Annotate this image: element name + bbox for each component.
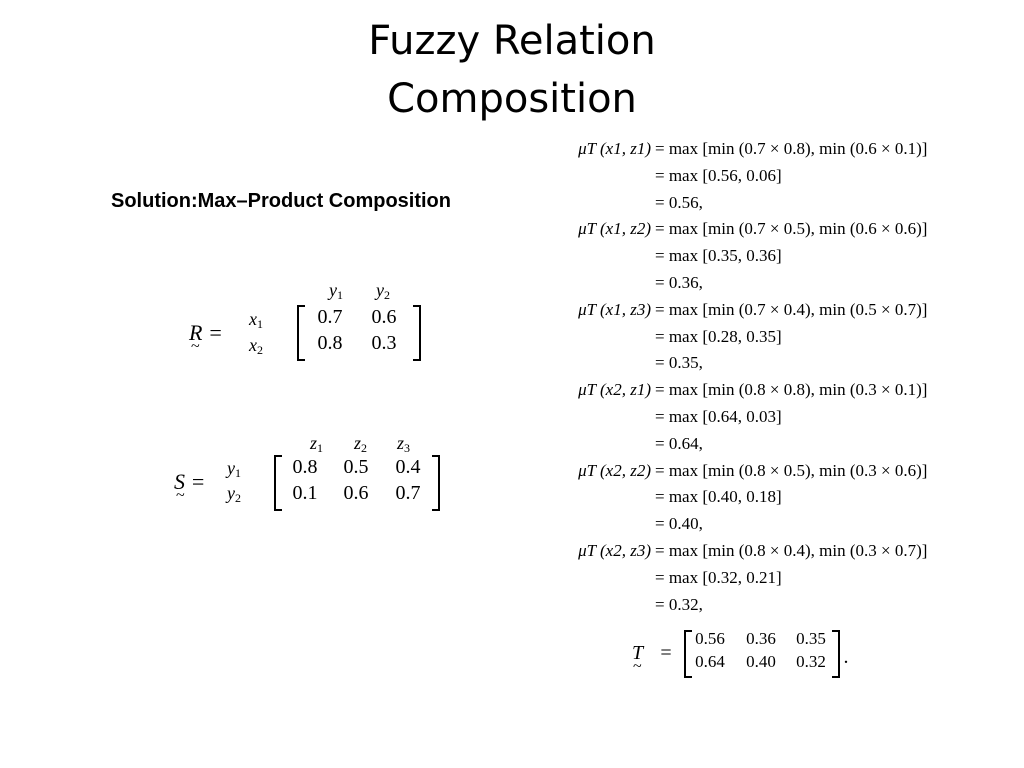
equation-line: = max [0.28, 0.35] bbox=[563, 324, 983, 350]
equation-rhs: = max [0.28, 0.35] bbox=[655, 326, 782, 346]
equation-line: = 0.36, bbox=[563, 270, 983, 296]
matrix-t-end: . bbox=[843, 646, 849, 668]
matrix-t-cell: 0.64 bbox=[695, 652, 725, 671]
matrix-t-right-bracket bbox=[832, 630, 840, 678]
equation-line: μT (x2, z3)= max [min (0.8 × 0.4), min (… bbox=[563, 538, 983, 564]
equation-line: μT (x1, z3)= max [min (0.7 × 0.4), min (… bbox=[563, 297, 983, 323]
equation-rhs: = max [0.35, 0.36] bbox=[655, 246, 782, 266]
matrix-s-left-bracket bbox=[274, 455, 282, 511]
matrix-s-cell: 0.1 bbox=[292, 482, 318, 504]
matrix-s: S = ~ z1 z2 z3 y1 y2 0.8 0.5 0.4 0.1 0.6… bbox=[170, 433, 460, 523]
equation-line: μT (x2, z1)= max [min (0.8 × 0.8), min (… bbox=[563, 377, 983, 403]
matrix-s-right-bracket bbox=[432, 455, 440, 511]
equation-line: = 0.56, bbox=[563, 190, 983, 216]
equation-rhs: = max [0.32, 0.21] bbox=[655, 567, 782, 587]
matrix-t-cell: 0.36 bbox=[746, 629, 776, 648]
matrix-r-col-head: y1 bbox=[329, 280, 343, 302]
matrix-r-label: R = bbox=[189, 320, 223, 345]
equation-line: = 0.32, bbox=[563, 592, 983, 618]
matrix-s-col-head: z2 bbox=[354, 433, 368, 455]
matrix-r-row-head: x1 bbox=[249, 309, 263, 331]
equation-rhs: = 0.32, bbox=[655, 594, 703, 614]
solution-heading: Solution:Max–Product Composition bbox=[111, 190, 451, 212]
matrix-r-tilde: ~ bbox=[191, 338, 200, 355]
matrix-t-cell: 0.40 bbox=[746, 652, 776, 671]
equation-rhs: = max [min (0.8 × 0.5), min (0.3 × 0.6)] bbox=[655, 460, 928, 480]
equation-line: = 0.35, bbox=[563, 350, 983, 376]
equation-rhs: = max [min (0.7 × 0.4), min (0.5 × 0.7)] bbox=[655, 299, 928, 319]
equation-rhs: = 0.35, bbox=[655, 353, 703, 373]
matrix-r-cell: 0.3 bbox=[371, 332, 397, 354]
matrix-s-row-head: y2 bbox=[227, 483, 241, 505]
matrix-s-cell: 0.8 bbox=[292, 456, 318, 478]
matrix-s-col-head: z1 bbox=[310, 433, 324, 455]
matrix-s-cell: 0.5 bbox=[343, 456, 369, 478]
equation-line: = 0.64, bbox=[563, 431, 983, 457]
equation-lhs: μT (x2, z1) bbox=[578, 380, 651, 400]
equation-lhs: μT (x2, z3) bbox=[578, 541, 651, 560]
matrix-t-equals: = bbox=[660, 642, 672, 664]
matrix-t-left-bracket bbox=[684, 630, 692, 678]
title-line-1: Fuzzy Relation bbox=[368, 18, 656, 64]
slide-title: Fuzzy Relation Composition bbox=[0, 12, 1024, 128]
matrix-s-label: S = bbox=[174, 469, 206, 494]
matrix-s-tilde: ~ bbox=[176, 487, 185, 504]
matrix-r: R = ~ y1 y2 x1 x2 0.7 0.6 0.8 0.3 bbox=[185, 278, 435, 368]
matrix-t-cell: 0.32 bbox=[796, 652, 826, 671]
matrix-s-col-head: z3 bbox=[397, 433, 411, 455]
matrix-s-row-head: y1 bbox=[227, 458, 241, 480]
equation-lhs: μT (x1, z3) bbox=[578, 299, 651, 319]
equation-rhs: = max [min (0.7 × 0.8), min (0.6 × 0.1)] bbox=[655, 139, 928, 158]
equation-line: = max [0.35, 0.36] bbox=[563, 243, 983, 269]
matrix-r-row-head: x2 bbox=[249, 335, 263, 357]
matrix-t-label: T bbox=[632, 642, 644, 664]
equation-line: μT (x1, z2)= max [min (0.7 × 0.5), min (… bbox=[563, 216, 983, 242]
equation-line: = max [0.32, 0.21] bbox=[563, 565, 983, 591]
equation-rhs: = max [0.56, 0.06] bbox=[655, 165, 782, 185]
matrix-r-cell: 0.8 bbox=[317, 332, 343, 354]
equation-line: = max [0.56, 0.06] bbox=[563, 163, 983, 189]
equation-line: = 0.40, bbox=[563, 511, 983, 537]
equation-rhs: = 0.36, bbox=[655, 273, 703, 292]
equation-rhs: = 0.64, bbox=[655, 433, 703, 453]
matrix-t-cell: 0.35 bbox=[796, 629, 826, 648]
equation-lhs: μT (x2, z2) bbox=[578, 460, 651, 480]
equation-rhs: = 0.56, bbox=[655, 192, 703, 212]
equation-rhs: = max [0.40, 0.18] bbox=[655, 487, 782, 507]
equation-rhs: = max [min (0.8 × 0.8), min (0.3 × 0.1)] bbox=[655, 380, 928, 400]
title-line-2: Composition bbox=[387, 76, 637, 122]
equation-lhs: μT (x1, z1) bbox=[578, 139, 651, 158]
equation-line: μT (x2, z2)= max [min (0.8 × 0.5), min (… bbox=[563, 458, 983, 484]
equation-line: = max [0.40, 0.18] bbox=[563, 484, 983, 510]
equation-rhs: = max [min (0.8 × 0.4), min (0.3 × 0.7)] bbox=[655, 541, 928, 560]
matrix-t-cell: 0.56 bbox=[695, 629, 725, 648]
equation-line: = max [0.64, 0.03] bbox=[563, 404, 983, 430]
matrix-s-cell: 0.7 bbox=[395, 482, 421, 504]
equation-rhs: = max [min (0.7 × 0.5), min (0.6 × 0.6)] bbox=[655, 219, 928, 239]
matrix-r-col-head: y2 bbox=[376, 280, 390, 302]
matrix-r-right-bracket bbox=[413, 305, 421, 361]
matrix-t-tilde: ~ bbox=[633, 658, 642, 675]
matrix-r-left-bracket bbox=[297, 305, 305, 361]
matrix-s-cell: 0.6 bbox=[343, 482, 369, 504]
matrix-t: T ~ = 0.56 0.36 0.35 0.64 0.40 0.32 . bbox=[628, 628, 868, 688]
equation-rhs: = max [0.64, 0.03] bbox=[655, 407, 782, 426]
matrix-r-cell: 0.7 bbox=[317, 306, 343, 328]
matrix-r-cell: 0.6 bbox=[371, 306, 397, 328]
matrix-s-cell: 0.4 bbox=[395, 456, 421, 478]
equation-lhs: μT (x1, z2) bbox=[578, 219, 651, 239]
equation-line: μT (x1, z1)= max [min (0.7 × 0.8), min (… bbox=[563, 136, 983, 162]
equation-rhs: = 0.40, bbox=[655, 514, 703, 534]
